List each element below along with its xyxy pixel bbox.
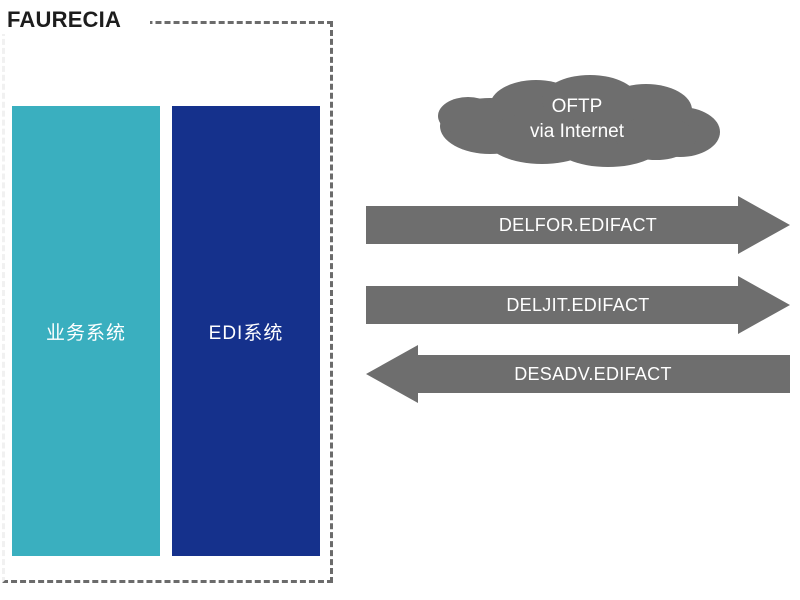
business-system-box[interactable]: 业务系统 bbox=[12, 106, 160, 556]
flow-arrow-deljit[interactable]: DELJIT.EDIFACT bbox=[366, 276, 790, 334]
flow-arrow-delfor[interactable]: DELFOR.EDIFACT bbox=[366, 196, 790, 254]
arrow-right-icon bbox=[366, 276, 790, 334]
company-boundary bbox=[2, 21, 333, 583]
business-system-label: 业务系统 bbox=[45, 322, 126, 344]
title-mask bbox=[0, 12, 150, 34]
cloud-icon bbox=[438, 75, 720, 167]
arrow-right-icon bbox=[366, 196, 790, 254]
edi-system-label: EDI系统 bbox=[208, 322, 284, 344]
flow-arrow-desadv[interactable]: DESADV.EDIFACT bbox=[366, 345, 790, 403]
oftp-cloud[interactable]: OFTP via Internet bbox=[432, 72, 722, 168]
company-title: FAURECIA bbox=[7, 7, 122, 32]
arrow-left-icon bbox=[366, 345, 790, 403]
edi-system-box[interactable]: EDI系统 bbox=[172, 106, 320, 556]
